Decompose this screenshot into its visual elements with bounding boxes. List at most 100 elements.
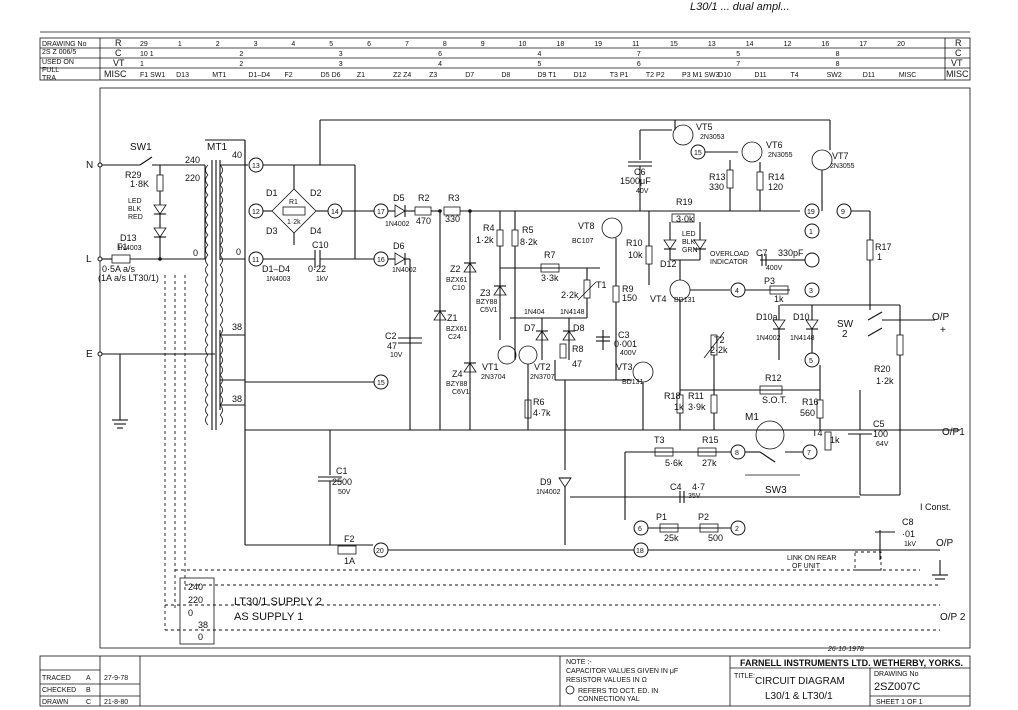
vt2-type: 2N3707: [530, 374, 555, 381]
r10-value: 10k: [628, 250, 643, 260]
resistor-r8: [559, 343, 567, 359]
svg-text:12: 12: [252, 209, 260, 216]
diode-d13: [153, 227, 167, 238]
header-cell: 8: [836, 51, 840, 58]
p2-label: P2: [698, 512, 709, 522]
terminal-n-label: N: [86, 160, 93, 171]
header-cell: 5: [538, 61, 542, 68]
header-cell: T3 P1: [610, 72, 629, 79]
vt6-type: 2N3055: [768, 152, 793, 159]
header-cell: D13: [176, 72, 189, 79]
header-cell: 4: [438, 61, 442, 68]
note-4: CONNECTION YAL: [578, 696, 640, 703]
r13-label: R13: [709, 172, 726, 182]
t1-label: T1: [596, 280, 607, 290]
rev-checked: CHECKED: [42, 687, 76, 694]
lt30-tap-220: 220: [188, 595, 203, 605]
fuse-f2: [337, 545, 357, 555]
r14-value: 120: [768, 182, 783, 192]
node-2b: [804, 252, 820, 268]
f2-label: F2: [344, 534, 355, 544]
c10-value2: 1kV: [316, 276, 328, 283]
vt1-label: VT1: [482, 362, 499, 372]
title-block: TRACED CHECKED DRAWN A 27-9-78 B C 21-8-…: [39, 655, 971, 707]
drawing-no-label: DRAWING No: [874, 671, 919, 678]
row-label-misc-right: MISC: [946, 69, 969, 79]
note-1: CAPACITOR VALUES GIVEN IN μF: [566, 668, 678, 675]
p1-label: P1: [656, 512, 667, 522]
z3-type: BZY88: [476, 299, 498, 306]
header-cell: 7: [637, 51, 641, 58]
r1-value: 1·2k: [287, 219, 301, 226]
bridge-rectifier: 13 12 11 14 R1 1·2k D1 D2 D3 D4 D1–D4 1N…: [245, 157, 370, 283]
header-cell: 6: [367, 41, 371, 48]
header-cell: 19: [594, 41, 602, 48]
potentiometer-p3: [769, 285, 789, 295]
trimmer-t4: [824, 431, 832, 451]
lt30-tap-0: 0: [188, 608, 193, 618]
header-box-drawno: 2S Z 006/5: [42, 49, 76, 56]
d5-type: 1N4002: [385, 221, 410, 228]
svg-text:8: 8: [735, 450, 739, 457]
resistor-r5: [511, 229, 519, 247]
r2-label: R2: [418, 193, 430, 203]
lt30-tap-0b: 0: [198, 632, 203, 642]
c1-value2: 50V: [338, 489, 351, 496]
svg-text:11: 11: [252, 257, 259, 264]
header-cell: 5: [736, 51, 740, 58]
svg-text:15: 15: [694, 150, 702, 157]
r29-value: 1·8K: [130, 179, 149, 189]
header-cell: 16: [821, 41, 829, 48]
rev-a: A: [86, 675, 91, 682]
header-cell: 12: [784, 41, 792, 48]
c1-value: 2500: [332, 477, 352, 487]
r17-value: 1: [877, 252, 882, 262]
m1-label: M1: [745, 412, 759, 423]
fuse-f1: [111, 254, 131, 264]
d1d4-type: 1N4003: [266, 276, 291, 283]
sheet-number: SHEET 1 OF 1: [876, 699, 923, 706]
vt3-type: BD131: [622, 379, 644, 386]
header-cell: D11: [754, 72, 766, 79]
header-cell: 2: [216, 41, 220, 48]
c10-label: C10: [312, 240, 329, 250]
header-cell: 6: [637, 61, 641, 68]
c6-value2: 40V: [636, 188, 649, 195]
r5-value: 8·2k: [520, 237, 538, 247]
d10a-type: 1N4002: [756, 335, 781, 342]
r4-value: 1·2k: [476, 235, 494, 245]
r14-label: R14: [768, 172, 785, 182]
r19-label: R19: [676, 197, 693, 207]
z1-label: Z1: [447, 313, 458, 323]
row-label-vt-right: VT: [951, 58, 963, 68]
rev-date2: 21-8-80: [104, 699, 128, 706]
d6-label: D6: [393, 241, 405, 251]
r1-label: R1: [289, 199, 298, 206]
d1-label: D1: [266, 188, 278, 198]
rev-c: C: [86, 699, 91, 706]
vt6-label: VT6: [766, 140, 783, 150]
c3-value: 0·001: [614, 339, 637, 349]
d5-label: D5: [393, 193, 405, 203]
transformer-mt1: MT1 240 220 0 40 38 38 0: [185, 139, 246, 430]
t2-label: T2: [714, 335, 725, 345]
t3-value: 5·6k: [665, 458, 683, 468]
resistor-r2: [414, 206, 432, 216]
tap-0: 0: [193, 248, 198, 258]
tap-38b: 38: [232, 394, 242, 404]
r2-value: 470: [416, 216, 431, 226]
led2-label: LED: [682, 231, 696, 238]
resistor-r7: [540, 263, 560, 273]
header-cell: D7: [465, 72, 474, 79]
header-cell: 10 1: [140, 51, 154, 58]
row-label-misc: MISC: [104, 69, 127, 79]
header-box-drawing: DRAWING No: [42, 41, 87, 48]
regulator-input: D5 1N4002 R2 470 R3 330 D6 1N4002 C2 47 …: [245, 193, 960, 431]
d7-label: D7: [524, 323, 536, 333]
d1d4-label: D1–D4: [262, 264, 290, 274]
tap-220: 220: [185, 173, 200, 183]
transistor-vt1: [497, 345, 517, 365]
